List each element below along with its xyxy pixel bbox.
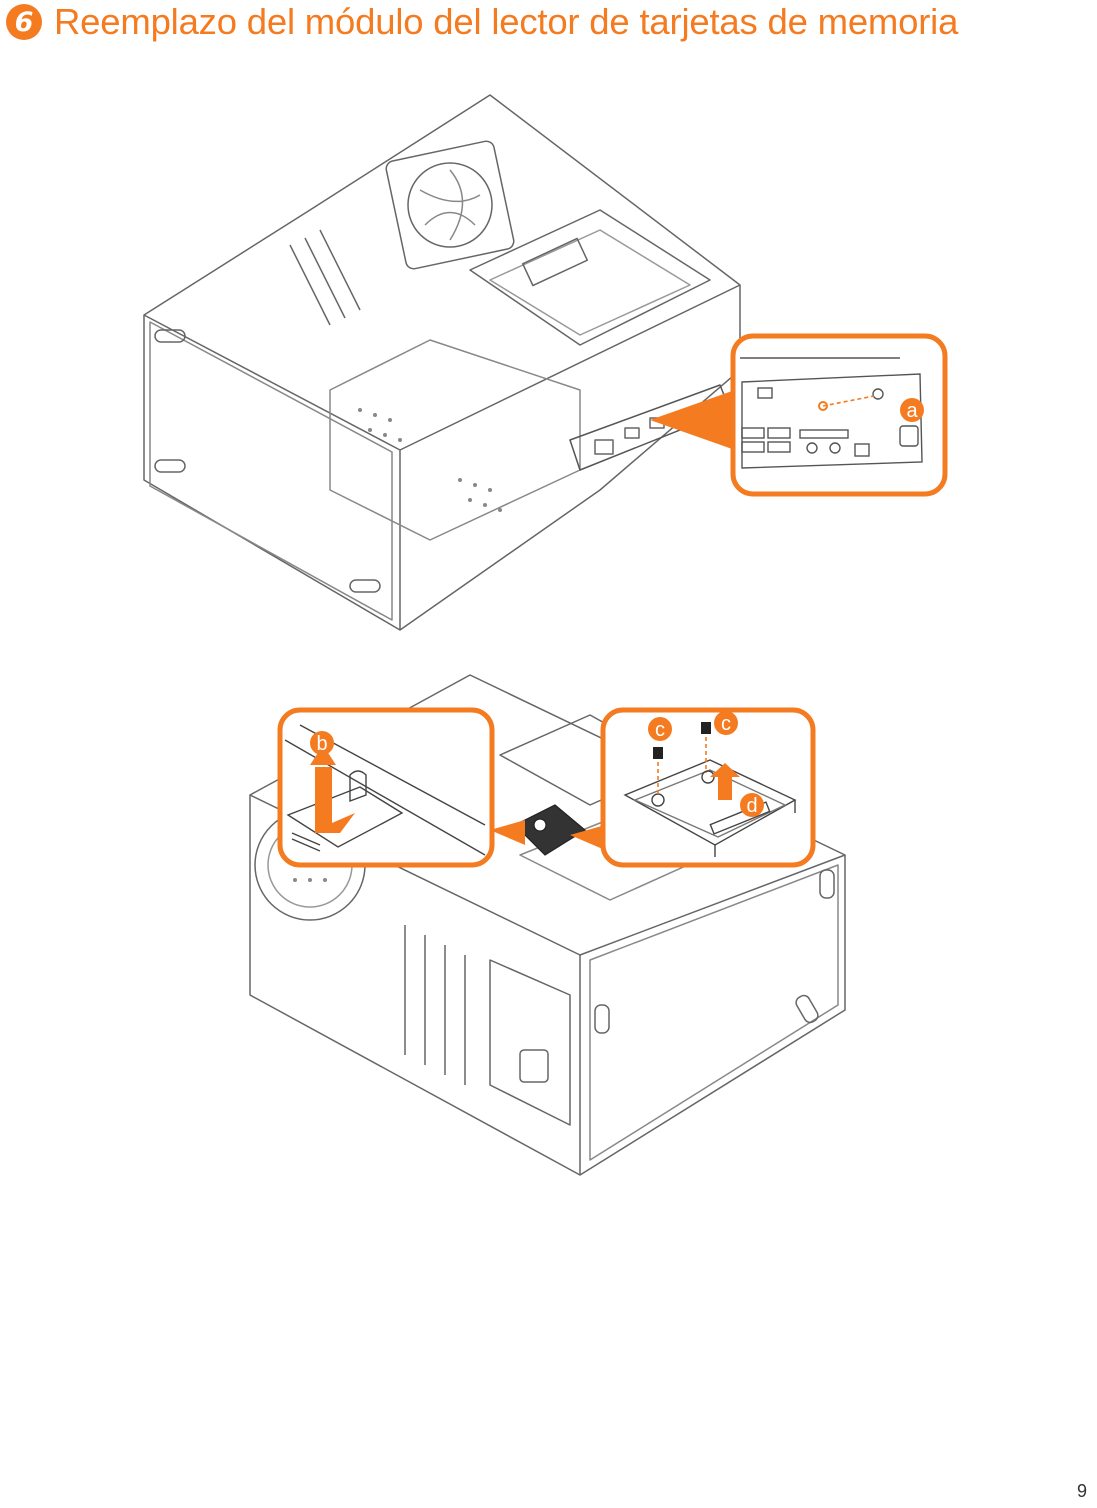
inset-cd: c c d [600, 707, 816, 868]
page-title: Reemplazo del módulo del lector de tarje… [54, 1, 959, 42]
figure-chassis-bottom: b c c d [249, 674, 846, 1176]
callout-d-label: d [746, 795, 757, 817]
inset-a: a [730, 333, 948, 497]
card-reader-module [513, 804, 587, 856]
page-number: 9 [1076, 1481, 1087, 1501]
callout-pointer [650, 390, 735, 450]
callout-b-label: b [316, 733, 327, 755]
page-title-row: 6 Reemplazo del módulo del lector de tar… [6, 1, 959, 42]
step-number-badge: 6 [6, 4, 42, 40]
callout-a-label: a [906, 400, 918, 422]
figure-chassis-top: a [143, 94, 948, 631]
callout-c-label-2: c [721, 713, 731, 735]
callout-pointer-right [570, 825, 605, 850]
callout-c-label-1: c [655, 719, 665, 741]
inset-b: b [277, 707, 495, 868]
callout-pointer-left [490, 820, 525, 845]
chassis-outline-bottom [249, 674, 846, 1176]
